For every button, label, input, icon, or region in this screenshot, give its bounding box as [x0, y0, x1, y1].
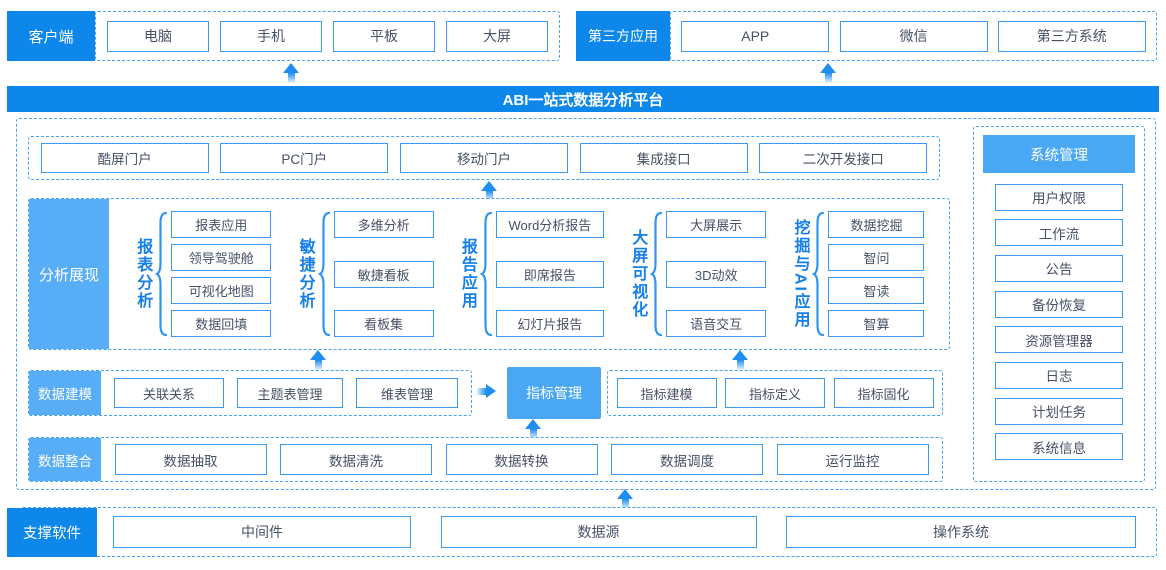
analysis-section: 分析展现 报表分析 报表应用 领导驾驶舱 可视化地图 数据回填 敏捷分析 多维分…: [28, 198, 950, 350]
client-item: 大屏: [446, 20, 548, 52]
analysis-item: 大屏展示: [666, 211, 767, 238]
indicator-item: 指标定义: [725, 378, 825, 408]
support-item: 中间件: [113, 516, 411, 548]
third-party-item: 第三方系统: [997, 20, 1146, 52]
support-item: 操作系统: [786, 516, 1136, 548]
support-row: 中间件 数据源 操作系统: [20, 507, 1157, 557]
analysis-item: 3D动效: [666, 260, 767, 288]
system-item: 日志: [995, 361, 1123, 389]
analysis-item: 看板集: [333, 310, 434, 337]
analysis-item: 可视化地图: [171, 277, 272, 304]
integration-item: 数据调度: [611, 444, 763, 475]
client-item: 平板: [333, 20, 435, 52]
system-item: 系统信息: [995, 433, 1123, 461]
indicator-item: 指标建模: [616, 378, 717, 408]
analysis-item: 智读: [828, 277, 925, 304]
integration-item: 运行监控: [776, 444, 929, 475]
third-party-items-box: APP 微信 第三方系统: [670, 11, 1157, 61]
group-name: 报告应用: [458, 238, 476, 310]
analysis-item: 语音交互: [666, 310, 767, 337]
indicator-management-box: 指标管理: [507, 367, 601, 419]
group-name: 大屏可视化: [629, 229, 647, 319]
analysis-item: 敏捷看板: [333, 260, 434, 288]
analysis-group-bigscreen-viz: 大屏可视化 大屏展示 3D动效 语音交互: [628, 210, 767, 338]
integration-row: 数据整合 数据抽取 数据清洗 数据转换 数据调度 运行监控: [28, 437, 943, 482]
integration-item: 数据转换: [445, 444, 598, 475]
analysis-item: 数据挖掘: [828, 211, 925, 238]
support-label: 支撑软件: [7, 508, 97, 557]
portal-item: 移动门户: [399, 143, 568, 173]
integration-item: 数据清洗: [280, 444, 432, 475]
portal-row: 酷屏门户 PC门户 移动门户 集成接口 二次开发接口: [28, 136, 940, 180]
up-arrow-icon: [820, 63, 836, 83]
system-item: 公告: [995, 254, 1123, 282]
system-item: 资源管理器: [995, 326, 1123, 354]
up-arrow-icon: [283, 63, 299, 83]
up-arrow-icon: [617, 489, 633, 509]
portal-item: 酷屏门户: [40, 143, 209, 173]
client-label: 客户端: [7, 11, 95, 61]
modeling-label: 数据建模: [29, 371, 101, 415]
indicator-items-box: 指标建模 指标定义 指标固化: [607, 370, 943, 416]
system-item: 备份恢复: [995, 290, 1123, 318]
third-party-item: 微信: [839, 20, 988, 52]
group-name: 挖掘与AI应用: [791, 219, 809, 329]
integration-label: 数据整合: [29, 438, 101, 481]
system-panel: 系统管理 用户权限 工作流 公告 备份恢复 资源管理器 日志 计划任务 系统信息: [973, 126, 1145, 482]
up-arrow-icon: [525, 419, 541, 439]
analysis-group-mining-ai: 挖掘与AI应用 数据挖掘 智问 智读 智算: [791, 210, 925, 338]
support-item: 数据源: [440, 516, 757, 548]
client-item: 电脑: [107, 20, 209, 52]
brace-icon: [650, 211, 663, 337]
portal-item: 集成接口: [579, 143, 748, 173]
system-item: 工作流: [995, 219, 1123, 247]
up-arrow-icon: [310, 350, 326, 370]
group-name: 敏捷分析: [296, 238, 314, 310]
portal-item: 二次开发接口: [759, 143, 928, 173]
analysis-group-report-app: 报告应用 Word分析报告 即席报告 幻灯片报告: [458, 210, 604, 338]
analysis-item: 即席报告: [495, 260, 604, 288]
platform-banner: ABI一站式数据分析平台: [7, 86, 1159, 112]
integration-item: 数据抽取: [114, 444, 267, 475]
brace-icon: [155, 211, 168, 337]
client-items-box: 电脑 手机 平板 大屏: [95, 11, 560, 61]
analysis-item: Word分析报告: [495, 211, 604, 238]
modeling-item: 维表管理: [356, 378, 458, 408]
indicator-item: 指标固化: [833, 378, 934, 408]
analysis-item: 报表应用: [171, 211, 272, 238]
analysis-item: 幻灯片报告: [495, 310, 604, 337]
modeling-item: 主题表管理: [237, 378, 343, 408]
analysis-item: 智问: [828, 244, 925, 271]
portal-item: PC门户: [220, 143, 389, 173]
analysis-groups: 报表分析 报表应用 领导驾驶舱 可视化地图 数据回填 敏捷分析 多维分析 敏捷看…: [109, 199, 949, 349]
analysis-item: 多维分析: [333, 211, 434, 238]
up-arrow-icon: [481, 181, 497, 201]
analysis-item: 领导驾驶舱: [171, 244, 272, 271]
system-item: 计划任务: [995, 397, 1123, 425]
analysis-item: 智算: [828, 310, 925, 337]
system-header: 系统管理: [983, 135, 1135, 173]
modeling-item: 关联关系: [114, 378, 224, 408]
brace-icon: [812, 211, 825, 337]
modeling-row: 数据建模 关联关系 主题表管理 维表管理: [28, 370, 472, 416]
up-arrow-icon: [732, 350, 748, 370]
right-arrow-icon: [477, 384, 496, 398]
client-item: 手机: [220, 20, 322, 52]
third-party-label: 第三方应用: [576, 11, 670, 61]
platform-container: [16, 118, 1156, 490]
analysis-item: 数据回填: [171, 310, 272, 337]
analysis-label: 分析展现: [29, 199, 109, 349]
analysis-group-report-analysis: 报表分析 报表应用 领导驾驶舱 可视化地图 数据回填: [134, 210, 272, 338]
brace-icon: [479, 211, 492, 337]
analysis-group-agile-analysis: 敏捷分析 多维分析 敏捷看板 看板集: [296, 210, 434, 338]
group-name: 报表分析: [134, 238, 152, 310]
third-party-item: APP: [681, 20, 830, 52]
brace-icon: [317, 211, 330, 337]
system-item: 用户权限: [995, 183, 1123, 211]
